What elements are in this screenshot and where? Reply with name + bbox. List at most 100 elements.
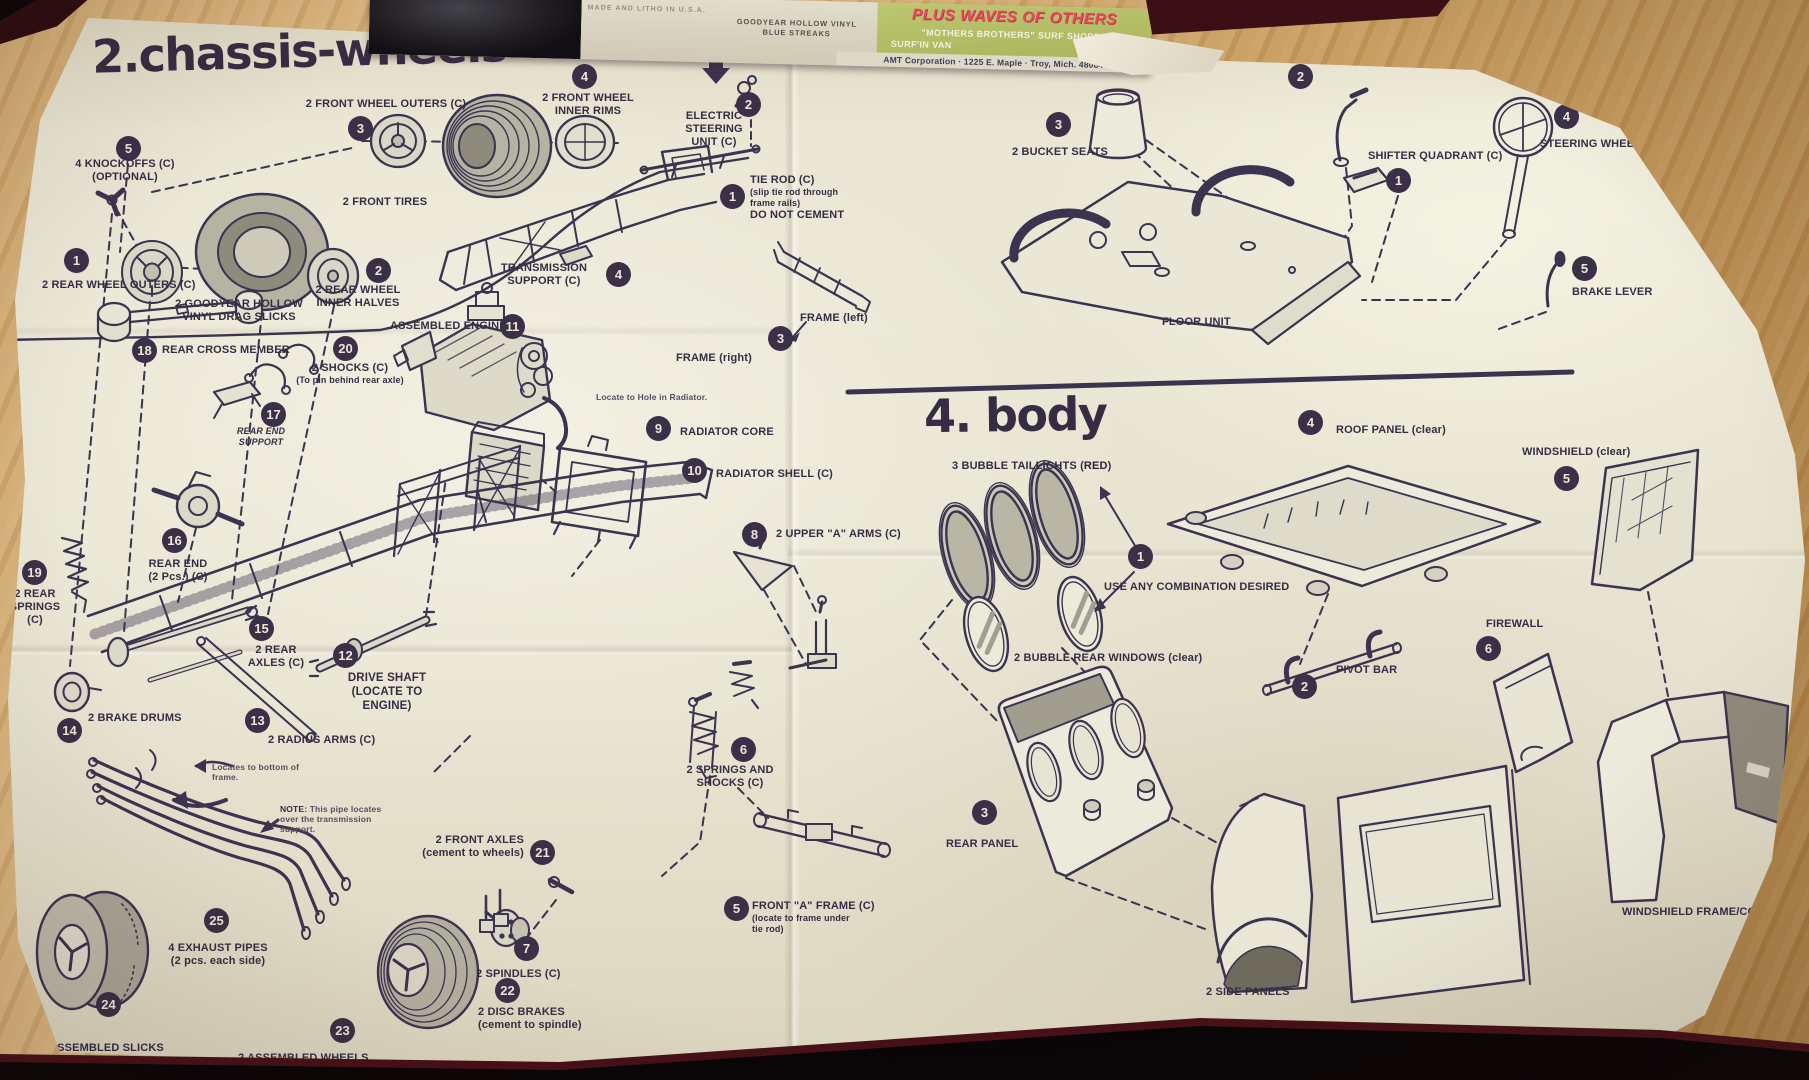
roof-panel-part: [1166, 464, 1542, 596]
callout-number: 11: [500, 314, 525, 339]
section-title-body: 4. body: [923, 386, 1107, 444]
side-panel-parts: [1210, 764, 1531, 1004]
part-label-side-panels: 2 SIDE PANELS: [1206, 986, 1290, 998]
callout-number: 4: [606, 262, 631, 287]
drive-shaft-part: [308, 610, 438, 678]
part-label-windshield: WINDSHIELD (clear): [1522, 446, 1631, 458]
callout-number: 5: [1572, 256, 1597, 281]
part-label-front-wheel-outers: 2 FRONT WHEEL OUTERS (C): [305, 98, 467, 110]
callout-number: 5: [116, 136, 141, 161]
rear-panel-part: [997, 665, 1174, 878]
part-label-roof-panel: ROOF PANEL (clear): [1336, 424, 1446, 436]
callout-number: 7: [514, 936, 539, 961]
wheels-assembly-art: [8, 93, 750, 342]
callout-number: 20: [333, 336, 358, 361]
part-label-assembled-engine: ASSEMBLED ENGINE: [390, 320, 507, 332]
callout-number: 1: [1128, 544, 1153, 569]
box-made-in-text: MADE AND LITHO IN U.S.A.: [587, 4, 706, 15]
front-tire-part: [441, 93, 553, 199]
part-label-shocks: 2 SHOCKS (C)(To pin behind rear axle): [296, 362, 404, 386]
part-label-firewall: FIREWALL: [1486, 618, 1544, 630]
callout-number: 2: [366, 258, 391, 283]
part-label-frame-right: FRAME (right): [676, 352, 752, 364]
radius-arm-parts: [196, 636, 317, 742]
callout-number: 4: [572, 64, 597, 89]
callout-number: 4: [1298, 410, 1323, 435]
rear-end-support-part: [212, 380, 262, 419]
part-label-tie-rod: TIE ROD (C) (slip tie rod through frame …: [750, 174, 845, 221]
front-wheel-outer-part: [369, 113, 427, 169]
callout-number: 25: [204, 908, 229, 933]
part-label-exhaust-pipes: 4 EXHAUST PIPES(2 pcs. each side): [168, 942, 268, 968]
callout-number: 12: [333, 643, 358, 668]
part-label-knockoffs: 4 KNOCKOFFS (C)(OPTIONAL): [75, 158, 175, 184]
part-label-spindles: 2 SPINDLES (C): [476, 968, 561, 980]
rear-wheel-outer-part: [121, 240, 183, 304]
part-label-steering-wheel: STEERING WHEEL (C): [1540, 138, 1660, 150]
windshield-frame-cowl-part: [1596, 690, 1790, 904]
callout-number: 16: [162, 528, 187, 553]
part-label-bucket-seats: 2 BUCKET SEATS: [1012, 146, 1109, 158]
section-divider-line: [845, 369, 1575, 395]
steering-wheel-part: [1492, 96, 1554, 239]
part-label-rear-panel: REAR PANEL: [946, 838, 1019, 850]
bubble-taillight-parts: [938, 460, 1086, 610]
callout-number: 15: [249, 616, 274, 641]
note-pipe-locates: NOTE: This pipe locates over the transmi…: [280, 804, 382, 835]
upper-a-arm-parts: [732, 534, 837, 670]
rear-spring-part: [60, 536, 90, 613]
callout-number: 21: [530, 840, 555, 865]
part-label-shifter: ST" SHIFTER (C): [1318, 52, 1408, 64]
part-label-radiator-core: RADIATOR CORE: [680, 426, 774, 438]
box-plus-waves-text: PLUS WAVES OF OTHERS: [911, 6, 1118, 29]
callout-number: 6: [1476, 636, 1501, 661]
note-locate-hole-radiator: Locate to Hole in Radiator.: [596, 392, 708, 402]
rear-wheel-inner-half-part: [306, 247, 360, 305]
callout-number: 23: [330, 1018, 355, 1043]
part-label-frame-left: FRAME (left): [800, 312, 868, 324]
front-axle-part: [547, 876, 575, 895]
callout-number: 4: [1554, 104, 1579, 129]
front-a-frame-part: [753, 809, 891, 858]
rear-slick-tire-part: [194, 192, 330, 312]
down-arrow-icon: [702, 56, 730, 84]
shifter-quadrant-part: [1342, 166, 1390, 194]
part-label-upper-a-arms: 2 UPPER "A" ARMS (C): [776, 528, 901, 540]
callout-number: 14: [57, 718, 82, 743]
callout-number: 2: [1288, 64, 1313, 89]
rear-end-part: [151, 470, 245, 529]
shock-absorber-parts: [244, 343, 319, 395]
interior-art: [1000, 87, 1566, 346]
rear-axle-parts: [106, 604, 260, 683]
frame-steering-art: [438, 56, 871, 342]
callout-number: 3: [972, 800, 997, 825]
callout-number: 3: [1046, 112, 1071, 137]
callout-number: 2: [1292, 674, 1317, 699]
callout-number: 8: [742, 522, 767, 547]
part-label-brake-lever: BRAKE LEVER: [1572, 286, 1653, 298]
rear-cross-member-part: [96, 289, 264, 343]
assembled-engine-part: [393, 282, 569, 450]
part-label-disc-brakes: 2 DISC BRAKES(cement to spindle): [478, 1006, 582, 1032]
assembled-wheel-part: [376, 914, 480, 1030]
callout-number: 13: [245, 708, 270, 733]
frame-left-part: [773, 241, 871, 313]
part-label-windshield-frame-cowl: WINDSHIELD FRAME/COWL: [1622, 906, 1774, 918]
part-label-front-a-frame: FRONT "A" FRAME (C)(locate to frame unde…: [752, 900, 875, 934]
callout-number: 2: [736, 92, 761, 117]
part-label-assembled-slicks: 2 ASSEMBLED SLICKS: [40, 1042, 164, 1054]
note-arrow-icon: [260, 818, 280, 833]
part-label-bubble-rear-windows: 2 BUBBLE REAR WINDOWS (clear): [1014, 652, 1203, 664]
